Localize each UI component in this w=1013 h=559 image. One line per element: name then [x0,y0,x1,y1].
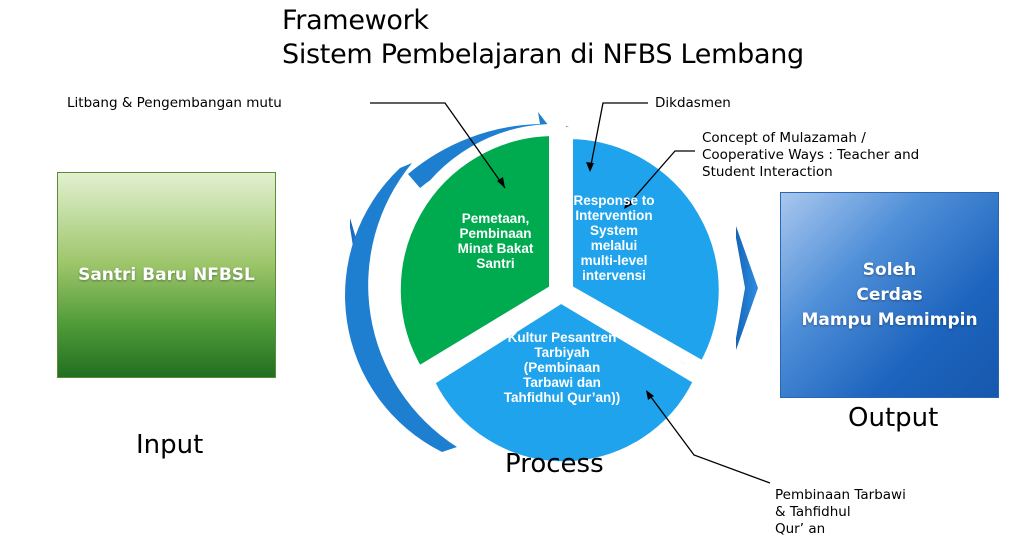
callout-arrowhead-dikdasmen [586,162,594,172]
segment-left [388,123,561,382]
callout-arrowhead-mulazamah [624,199,633,209]
callout-line-dikdasmen [589,102,648,171]
process-to-output-arrow [736,226,758,350]
output-box: Soleh Cerdas Mampu Memimpin [780,192,999,398]
input-label: Input [136,430,204,460]
segment-bottom [420,289,708,474]
cycle-arc-left [345,163,457,452]
callout-arrowhead-tarbawi [646,390,654,400]
title-line-1: Framework [282,5,429,36]
output-box-text: Soleh Cerdas Mampu Memimpin [801,259,978,330]
callout-mulazamah: Concept of Mulazamah / Cooperative Ways … [702,130,920,180]
callout-arrowhead-litbang [497,177,505,188]
callout-tarbawi: Pembinaan Tarbawi & Tahfidhul Qur’ an [775,487,906,537]
input-box: Santri Baru NFBSL [57,172,276,378]
title-line-2: Sistem Pembelajaran di NFBS Lembang [282,39,804,70]
callout-dikdasmen: Dikdasmen [655,95,731,111]
callout-line-tarbawi [647,392,771,484]
segment-left-text: Pemetaan, Pembinaan Minat Bakat Santri [457,211,534,271]
callout-litbang: Litbang & Pengembangan mutu [67,95,282,111]
input-box-text: Santri Baru NFBSL [78,265,255,285]
callout-line-mulazamah [625,150,695,208]
segment-bottom-text: Kultur Pesantren Tarbiyah (Pembinaan Tar… [503,330,621,405]
segment-right-text: Response to Intervention System melalui … [573,193,655,283]
callout-line-litbang [370,102,506,189]
process-label: Process [505,449,604,479]
segment-right [561,126,731,377]
diagram-title: Framework Sistem Pembelajaran di NFBS Le… [282,4,804,72]
output-label: Output [848,403,939,433]
